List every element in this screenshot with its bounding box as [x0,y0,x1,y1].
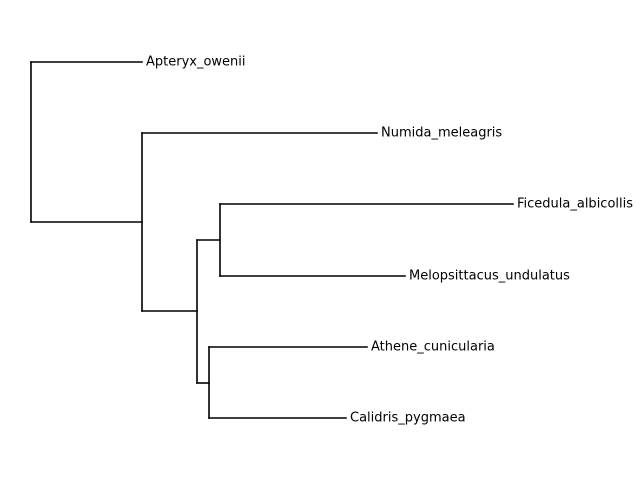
leaf-label-numida: Numida_meleagris [381,126,502,141]
leaf-labels: Apteryx_owenii Numida_meleagris Ficedula… [146,55,633,426]
leaf-label-melopsittacus: Melopsittacus_undulatus [409,269,570,284]
leaf-label-ficedula: Ficedula_albicollis [517,197,633,212]
leaf-label-apteryx: Apteryx_owenii [146,55,246,70]
tree-branches [30,61,514,419]
leaf-label-calidris: Calidris_pygmaea [350,411,466,426]
leaf-label-athene: Athene_cunicularia [371,340,495,355]
